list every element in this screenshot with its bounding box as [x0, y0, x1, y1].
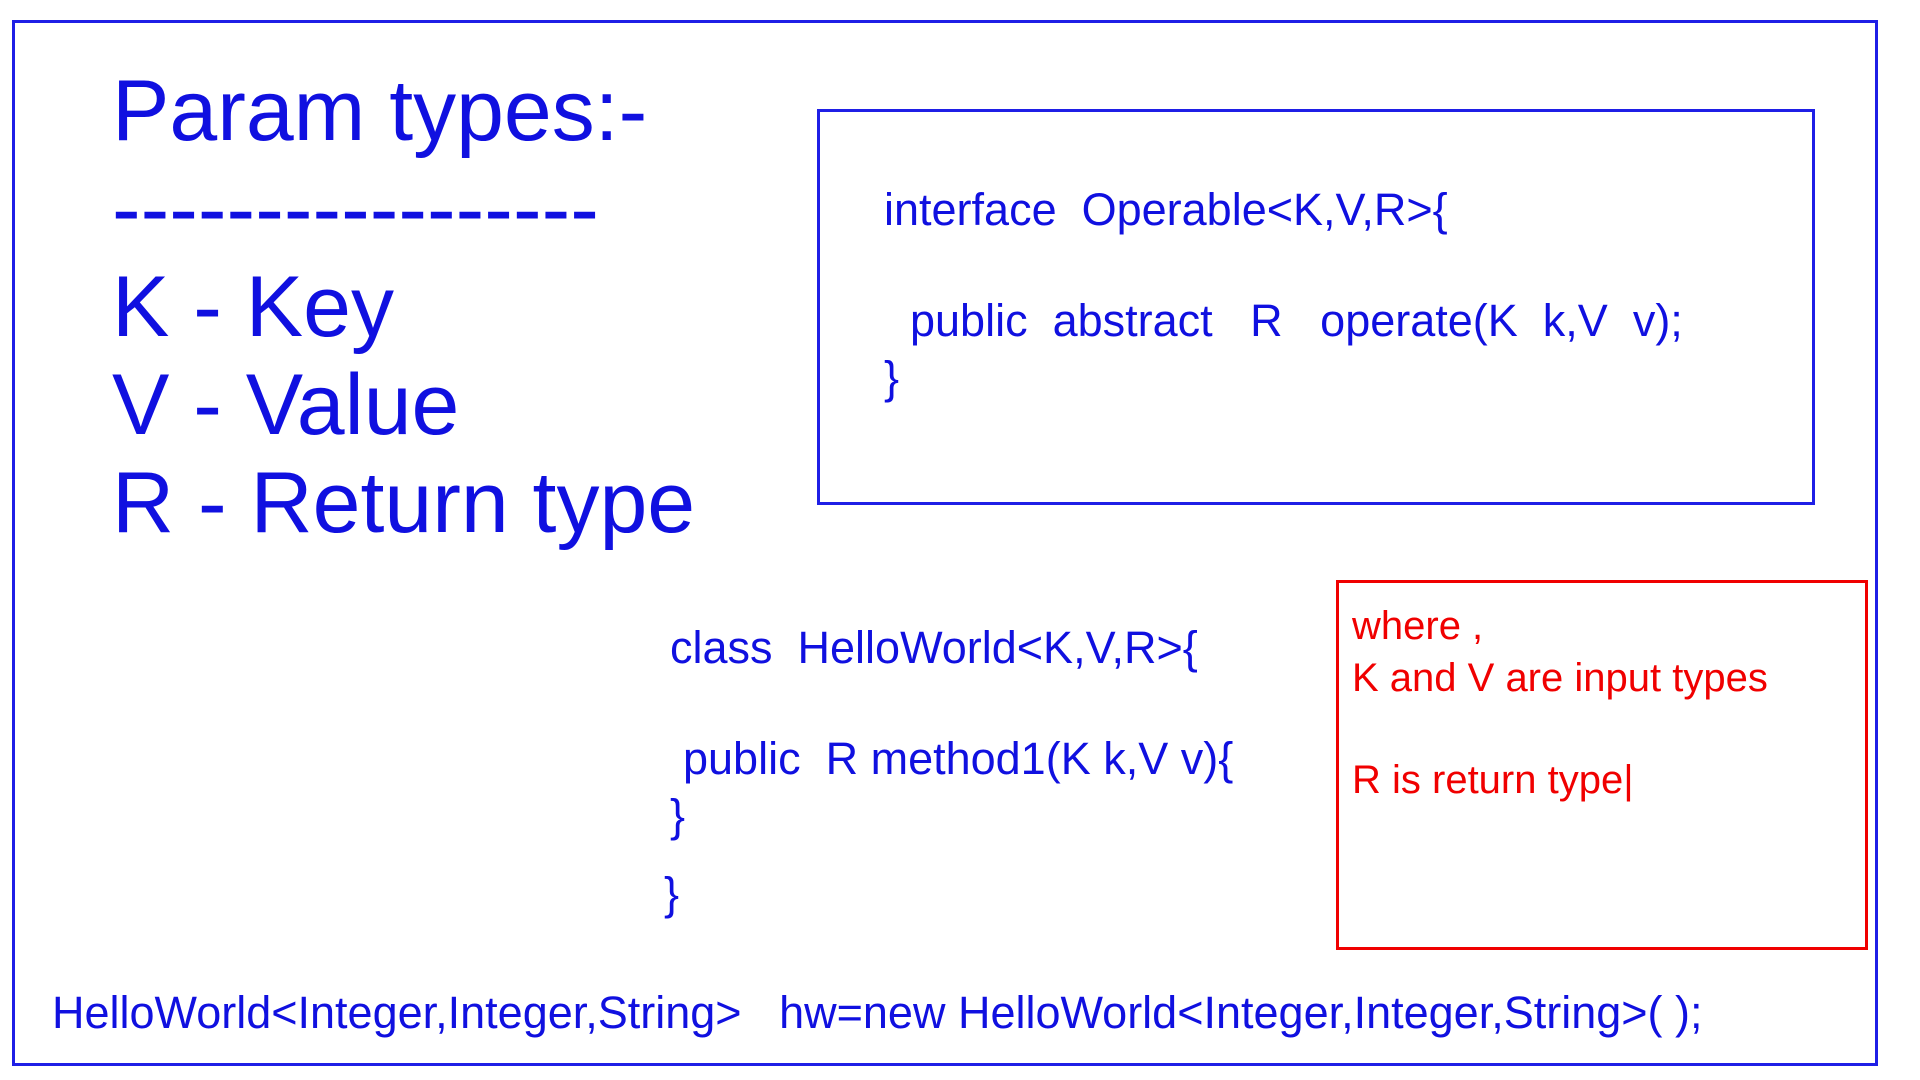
param-key: K - Key	[112, 259, 394, 355]
param-value: V - Value	[112, 357, 460, 453]
param-types-panel: Param types:- ----------------- K - Key …	[112, 62, 695, 552]
interface-line-1: interface Operable<K,V,R>{	[884, 184, 1448, 235]
heading-divider: -----------------	[112, 161, 599, 257]
class-line-1: class HelloWorld<K,V,R>{	[670, 622, 1198, 673]
interface-code-box	[817, 109, 1815, 505]
note-line-3: R is return type|	[1352, 758, 1634, 802]
class-line-3: }	[670, 790, 686, 841]
class-line-2: public R method1(K k,V v){	[683, 733, 1234, 784]
slide-frame	[12, 20, 1878, 1066]
interface-line-3: }	[884, 352, 900, 403]
heading-title: Param types:-	[112, 63, 648, 159]
note-box	[1336, 580, 1868, 950]
class-line-4: }	[664, 868, 680, 919]
note-line-1: where ,	[1352, 604, 1484, 648]
instantiation-line: HelloWorld<Integer,Integer,String> hw=ne…	[52, 987, 1703, 1038]
note-line-2: K and V are input types	[1352, 656, 1768, 700]
param-return-type: R - Return type	[112, 455, 696, 551]
interface-line-2: public abstract R operate(K k,V v);	[910, 295, 1683, 346]
